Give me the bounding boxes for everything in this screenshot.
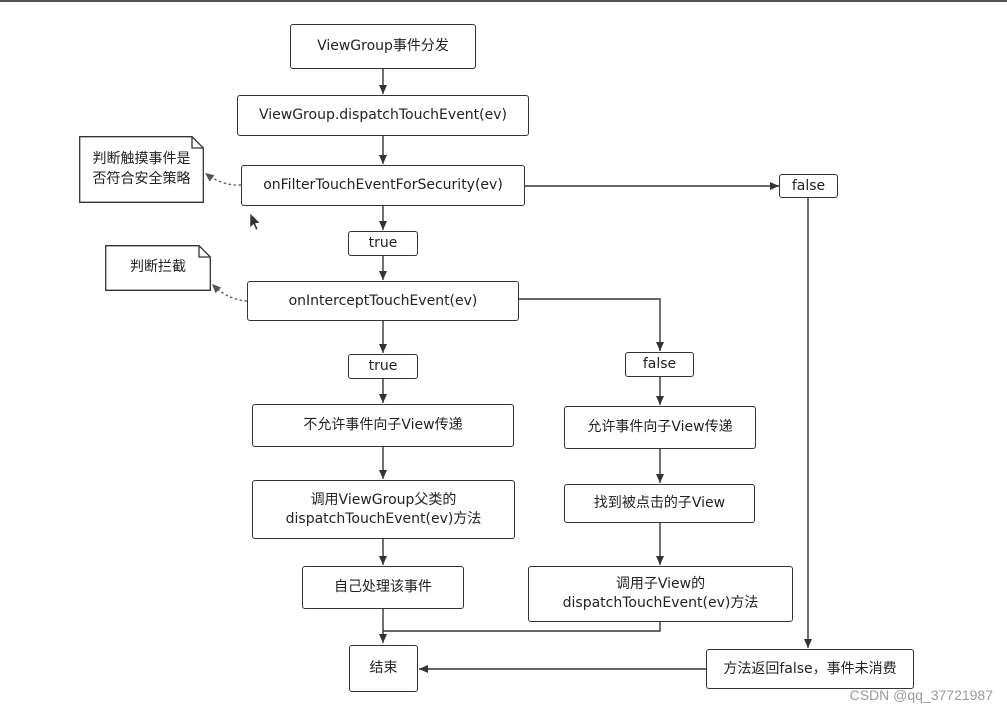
note-link-intercept (211, 283, 248, 302)
edge-intercept-false (519, 298, 664, 351)
watermark: CSDN @qq_37721987 (849, 687, 993, 703)
security-note-text: 判断触摸事件是 否符合安全策略 (92, 150, 191, 187)
intercept-node: onInterceptTouchEvent(ev) (247, 281, 519, 321)
note-shape (79, 136, 204, 203)
top-border-line (0, 0, 1007, 2)
filter-true-label: true (348, 231, 418, 256)
allow-pass-node: 允许事件向子View传递 (564, 406, 756, 449)
disallow-pass-node: 不允许事件向子View传递 (252, 404, 514, 447)
intercept-true-label: true (348, 354, 418, 379)
intercept-note-text: 判断拦截 (130, 259, 186, 276)
call-parent-dispatch-node: 调用ViewGroup父类的 dispatchTouchEvent(ev)方法 (252, 480, 515, 539)
note-link-security (204, 172, 242, 186)
start-node: ViewGroup事件分发 (290, 24, 476, 69)
filter-security-node: onFilterTouchEventForSecurity(ev) (241, 165, 525, 206)
security-note: 判断触摸事件是 否符合安全策略 (79, 136, 204, 203)
intercept-false-label: false (625, 352, 694, 377)
dispatch-touch-event-node: ViewGroup.dispatchTouchEvent(ev) (237, 95, 529, 136)
note-shape (105, 245, 211, 291)
handle-self-node: 自己处理该事件 (302, 566, 464, 609)
intercept-note: 判断拦截 (105, 245, 211, 291)
find-child-node: 找到被点击的子View (564, 484, 755, 523)
mouse-cursor-icon (249, 212, 261, 231)
filter-false-label: false (779, 174, 838, 198)
end-node: 结束 (349, 645, 418, 692)
edge-callchild-merge (383, 622, 661, 632)
call-child-dispatch-node: 调用子View的 dispatchTouchEvent(ev)方法 (528, 566, 793, 622)
return-false-node: 方法返回false，事件未消费 (706, 649, 914, 689)
